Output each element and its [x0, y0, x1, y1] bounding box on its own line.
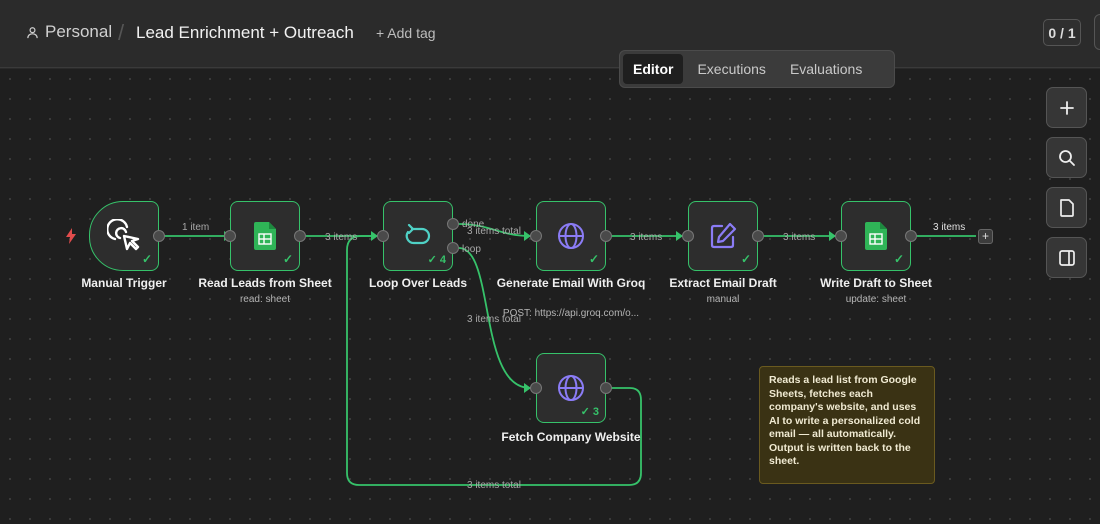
note-icon [1059, 198, 1074, 217]
node-subtitle: read: sheet [239, 294, 291, 305]
node-label: Read Leads from Sheet [198, 276, 332, 290]
input-handle[interactable] [835, 230, 847, 242]
pencil-icon [710, 222, 737, 249]
node-subtitle: update: sheet [845, 294, 907, 305]
edge-label: 3 items [630, 232, 663, 243]
edge-label: 3 items [325, 232, 358, 243]
node-label: Manual Trigger [81, 276, 167, 290]
add-sticky-note-button[interactable] [1046, 187, 1087, 228]
edge-label: 3 items total [467, 314, 521, 325]
node-label: Extract Email Draft [669, 276, 777, 290]
edge-label: 3 items total [467, 226, 521, 237]
input-handle[interactable] [530, 230, 542, 242]
node-label: Write Draft to Sheet [820, 276, 932, 290]
node-generate-email[interactable]: ✓ [536, 201, 606, 271]
run-count: ✓ 3 [580, 406, 599, 418]
edge-label: 3 items [933, 222, 966, 233]
success-check-icon: ✓ [282, 252, 293, 266]
output-label-loop: loop [462, 244, 481, 255]
success-check-icon: ✓ [588, 252, 599, 266]
tab-editor[interactable]: Editor [623, 54, 684, 84]
globe-icon [558, 375, 584, 401]
sidebar-panel-icon [1058, 249, 1075, 266]
output-handle-done[interactable] [447, 218, 459, 230]
output-handle[interactable] [294, 230, 306, 242]
input-handle[interactable] [224, 230, 236, 242]
node-label: Fetch Company Website [501, 430, 641, 444]
edge-label: 3 items total [467, 480, 521, 491]
node-label: Generate Email With Groq [496, 276, 646, 290]
workflow-title[interactable]: Lead Enrichment + Outreach [136, 23, 354, 42]
output-handle[interactable] [153, 230, 165, 242]
output-handle[interactable] [752, 230, 764, 242]
output-handle[interactable] [600, 382, 612, 394]
trigger-bolt-icon [66, 228, 76, 244]
node-manual-trigger[interactable]: ✓ [89, 201, 159, 271]
run-count-value: 4 [439, 254, 446, 266]
edge-label: 3 items [783, 232, 816, 243]
google-sheets-icon [254, 222, 276, 250]
globe-icon [558, 223, 584, 249]
breadcrumb-project[interactable]: Personal [26, 22, 112, 42]
workflow-header: Personal / Lead Enrichment + Outreach + … [0, 0, 1100, 68]
node-extract-email-draft[interactable]: ✓ [688, 201, 758, 271]
node-fetch-company-website[interactable]: ✓ 3 [536, 353, 606, 423]
output-handle[interactable] [600, 230, 612, 242]
input-handle[interactable] [377, 230, 389, 242]
toggle-panel-button[interactable] [1046, 237, 1087, 278]
input-handle[interactable] [682, 230, 694, 242]
success-check-icon: ✓ [740, 252, 751, 266]
workflow-counter[interactable]: 0 / 1 [1043, 19, 1081, 46]
header-action-button[interactable] [1094, 14, 1100, 50]
loop-icon [405, 224, 431, 245]
edge-label: 1 item [182, 222, 210, 233]
google-sheets-icon [865, 222, 887, 250]
run-count-value: 3 [592, 406, 599, 418]
breadcrumb-project-label: Personal [45, 22, 113, 41]
add-node-button[interactable]: + [978, 229, 993, 244]
node-read-leads[interactable]: ✓ [230, 201, 300, 271]
input-handle[interactable] [530, 382, 542, 394]
node-subtitle: POST: https://api.groq.com/o... [502, 308, 640, 319]
tab-evaluations[interactable]: Evaluations [789, 61, 863, 77]
output-label-done: done [462, 219, 485, 230]
output-handle[interactable] [905, 230, 917, 242]
tab-executions[interactable]: Executions [697, 61, 766, 77]
search-nodes-button[interactable] [1046, 137, 1087, 178]
node-write-draft[interactable]: ✓ [841, 201, 911, 271]
node-subtitle: manual [706, 294, 740, 305]
output-handle-loop[interactable] [447, 242, 459, 254]
add-node-panel-button[interactable] [1046, 87, 1087, 128]
node-label: Loop Over Leads [368, 276, 468, 290]
node-loop-over-leads[interactable]: ✓ 4 [383, 201, 453, 271]
search-icon [1058, 149, 1075, 166]
run-count: ✓ 4 [427, 254, 446, 266]
breadcrumb-separator: / [118, 20, 125, 45]
user-icon [27, 26, 38, 38]
plus-icon [1059, 100, 1074, 115]
cursor-click-icon [107, 219, 140, 251]
sticky-note[interactable]: Reads a lead list from Google Sheets, fe… [759, 366, 935, 484]
view-tabs: Editor Executions Evaluations [619, 50, 895, 88]
success-check-icon: ✓ [893, 252, 904, 266]
success-check-icon: ✓ [141, 252, 152, 266]
add-tag-button[interactable]: + Add tag [376, 25, 436, 41]
